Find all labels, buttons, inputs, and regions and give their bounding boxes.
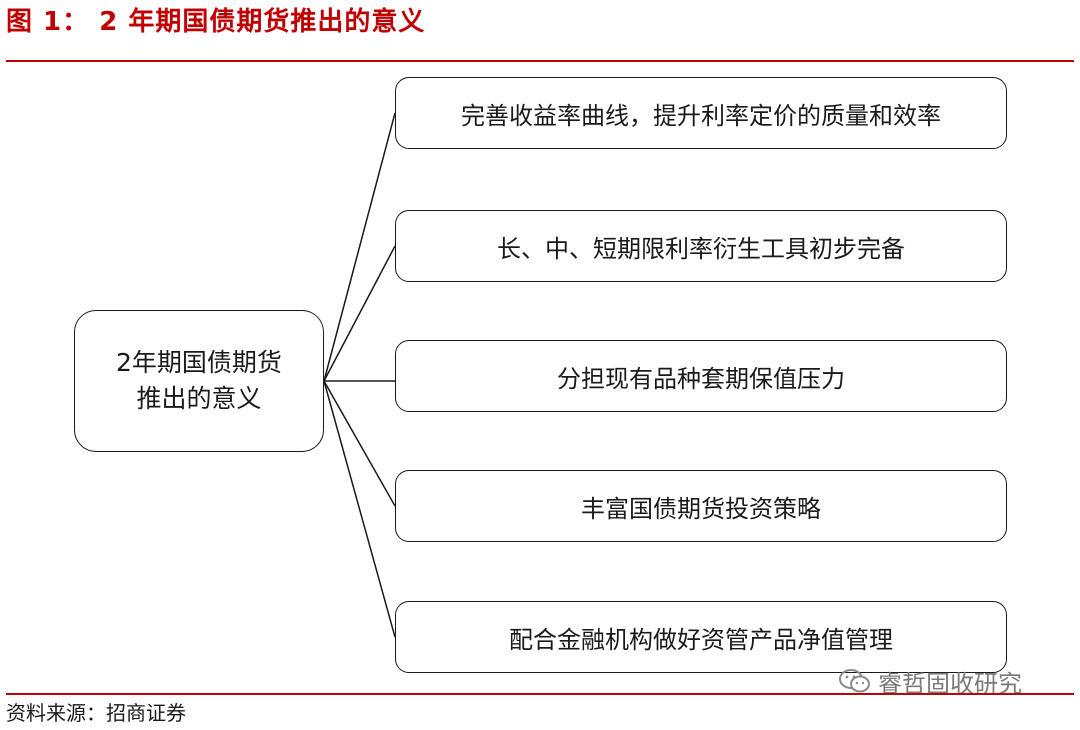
source-note: 资料来源：招商证券 [6,701,186,725]
top-rule [6,60,1074,62]
bottom-rule [6,693,1074,695]
branch-node-1: 完善收益率曲线，提升利率定价的质量和效率 [395,77,1007,149]
center-node: 2年期国债期货 推出的意义 [74,310,324,452]
figure-title: 图 1： 2 年期国债期货推出的意义 [6,7,426,37]
branch-node-3: 分担现有品种套期保值压力 [395,340,1007,412]
watermark: 睿哲固收研究 [838,664,1022,698]
center-node-line-2: 推出的意义 [136,384,262,413]
branch-node-4: 丰富国债期货投资策略 [395,470,1007,542]
connector-line-2 [323,245,396,382]
center-node-line-1: 2年期国债期货 [116,348,282,377]
watermark-text: 睿哲固收研究 [878,669,1022,698]
branch-node-2: 长、中、短期限利率衍生工具初步完备 [395,210,1007,282]
connector-line-1 [323,112,396,382]
connector-line-4 [323,380,396,507]
wechat-icon [839,669,870,693]
branch-node-5: 配合金融机构做好资管产品净值管理 [395,601,1007,673]
connector-line-5 [323,380,396,638]
